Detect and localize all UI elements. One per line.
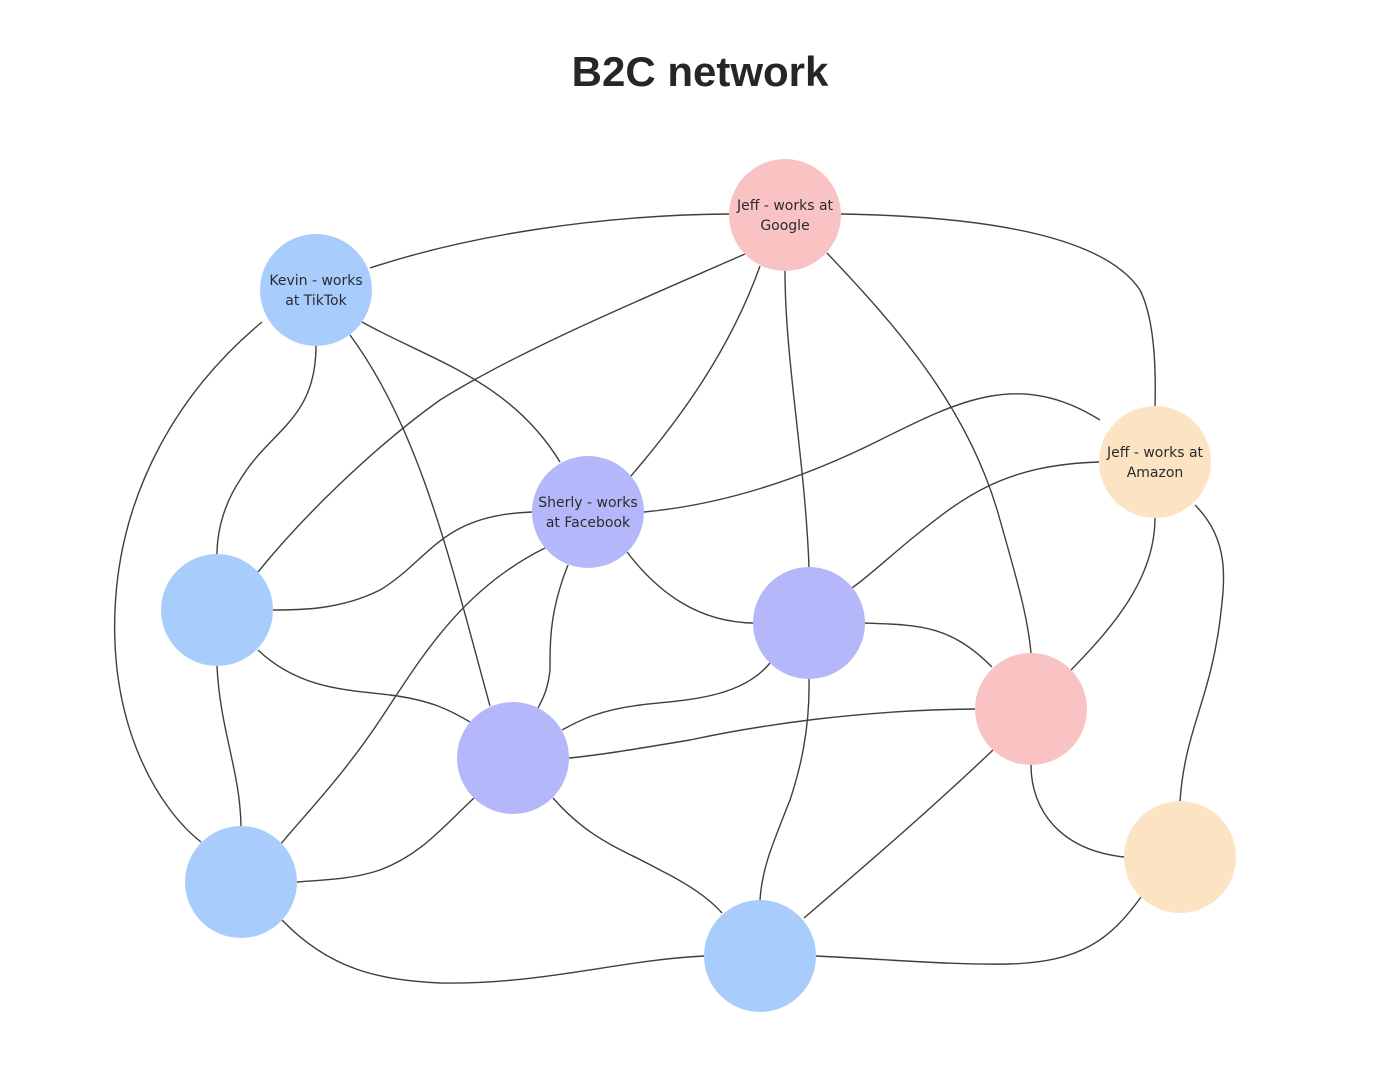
- edge-jeff-google-to-purple-right-mid: [784, 270, 810, 568]
- node-label-line: at TikTok: [285, 293, 347, 309]
- diagram-title: B2C network: [571, 48, 829, 95]
- node-label: Kevin - works at TikTok: [269, 273, 362, 309]
- node-circle[interactable]: [532, 456, 644, 568]
- node-label: Jeff - works at Amazon: [1106, 445, 1204, 481]
- edge-blue-bottom-left-to-blue-bottom-center: [281, 919, 705, 984]
- node-circle[interactable]: [1124, 801, 1236, 913]
- node-jeff-google[interactable]: Jeff - works at Google: [729, 159, 841, 271]
- node-label-line: at Facebook: [546, 515, 631, 531]
- edge-jeff-google-to-pink-right: [826, 252, 1032, 654]
- node-purple-right-mid[interactable]: [753, 567, 865, 679]
- node-blue-bottom-center[interactable]: [704, 900, 816, 1012]
- node-circle[interactable]: [1099, 406, 1211, 518]
- edge-jeff-amazon-to-peach-bottom-right: [1179, 504, 1225, 802]
- node-label-line: Jeff - works at: [1106, 445, 1204, 461]
- node-jeff-amazon[interactable]: Jeff - works at Amazon: [1099, 406, 1211, 518]
- node-blue-bottom-left[interactable]: [185, 826, 297, 938]
- node-label: Sherly - works at Facebook: [538, 495, 637, 531]
- edge-kevin-tiktok-to-blue-bottom-left: [113, 321, 263, 843]
- edge-jeff-amazon-to-purple-right-mid: [851, 461, 1100, 589]
- edge-sherly-facebook-to-blue-bottom-left: [279, 547, 546, 846]
- node-circle[interactable]: [185, 826, 297, 938]
- node-circle[interactable]: [457, 702, 569, 814]
- edges-layer: [113, 213, 1225, 984]
- edge-kevin-tiktok-to-jeff-google: [369, 213, 730, 269]
- edge-purple-center-to-blue-bottom-center: [552, 797, 723, 914]
- node-circle[interactable]: [161, 554, 273, 666]
- edge-blue-left-mid-to-blue-bottom-left: [216, 665, 242, 827]
- edge-sherly-facebook-to-jeff-amazon: [643, 393, 1101, 513]
- edge-jeff-amazon-to-pink-right: [1070, 517, 1156, 671]
- edge-jeff-google-to-sherly-facebook: [623, 265, 761, 485]
- node-circle[interactable]: [729, 159, 841, 271]
- node-pink-right[interactable]: [975, 653, 1087, 765]
- edge-purple-center-to-blue-bottom-left: [296, 797, 475, 883]
- edge-purple-right-mid-to-purple-center: [561, 662, 771, 731]
- node-blue-left-mid[interactable]: [161, 554, 273, 666]
- node-purple-center[interactable]: [457, 702, 569, 814]
- edge-jeff-google-to-blue-left-mid: [257, 253, 746, 573]
- node-label-line: Amazon: [1127, 465, 1184, 481]
- node-label-line: Sherly - works: [538, 495, 637, 511]
- edge-pink-right-to-blue-bottom-center: [803, 749, 994, 919]
- node-label-line: Kevin - works: [269, 273, 362, 289]
- edge-pink-right-to-purple-center: [568, 708, 976, 759]
- edge-blue-bottom-center-to-peach-bottom-right: [815, 896, 1142, 965]
- edge-purple-right-mid-to-blue-bottom-center: [759, 678, 810, 901]
- edge-sherly-facebook-to-purple-right-mid: [626, 551, 754, 624]
- edge-sherly-facebook-to-purple-center: [537, 564, 569, 709]
- node-label: Jeff - works at Google: [736, 198, 834, 234]
- edge-jeff-google-to-jeff-amazon: [840, 213, 1156, 407]
- node-circle[interactable]: [704, 900, 816, 1012]
- node-circle[interactable]: [975, 653, 1087, 765]
- node-peach-bottom-right[interactable]: [1124, 801, 1236, 913]
- edge-blue-left-mid-to-purple-center: [257, 649, 471, 723]
- edge-pink-right-to-peach-bottom-right: [1030, 764, 1125, 858]
- edge-purple-right-mid-to-pink-right: [864, 622, 993, 668]
- node-label-line: Google: [760, 218, 809, 234]
- node-label-line: Jeff - works at: [736, 198, 834, 214]
- node-circle[interactable]: [753, 567, 865, 679]
- edge-kevin-tiktok-to-sherly-facebook: [361, 321, 561, 463]
- edge-kevin-tiktok-to-blue-left-mid: [216, 345, 317, 555]
- edge-sherly-facebook-to-blue-left-mid: [272, 511, 533, 611]
- node-kevin-tiktok[interactable]: Kevin - works at TikTok: [260, 234, 372, 346]
- node-circle[interactable]: [260, 234, 372, 346]
- edge-kevin-tiktok-to-purple-center: [349, 334, 491, 707]
- node-sherly-facebook[interactable]: Sherly - works at Facebook: [532, 456, 644, 568]
